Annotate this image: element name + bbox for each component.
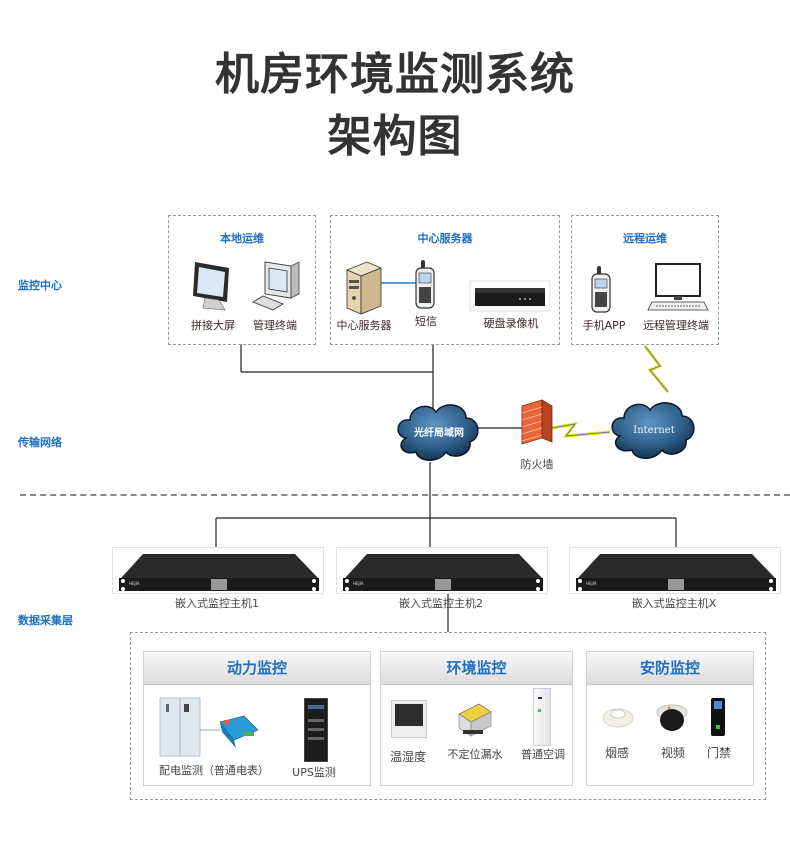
smoke-detector-icon	[602, 708, 634, 728]
environment-monitoring-title: 环境监控	[381, 652, 572, 685]
data-collection-box	[130, 632, 766, 800]
access-control-label: 门禁	[706, 746, 731, 760]
host-2-icon: HEJIA	[343, 554, 543, 591]
internet-cloud-label: Internet	[633, 425, 675, 436]
big-screen-icon	[193, 262, 229, 311]
big-screen-label: 拼接大屏	[191, 319, 235, 332]
water-leak-icon	[458, 703, 492, 737]
sms-phone-icon	[415, 260, 435, 309]
air-conditioner-icon	[533, 688, 551, 746]
mobile-app-icon	[591, 266, 611, 313]
remote-terminal-label: 远程管理终端	[643, 319, 709, 332]
layer-separator	[20, 494, 790, 496]
lan-cloud-icon	[397, 404, 479, 461]
diagram-title-line1: 机房环境监测系统	[215, 49, 575, 100]
host-x-brand: HEJIA	[586, 581, 597, 586]
access-control-icon	[711, 698, 725, 736]
host-2-label: 嵌入式监控主机2	[399, 597, 483, 610]
host-x-label: 嵌入式监控主机X	[631, 597, 717, 610]
layer-label-monitoring-center: 监控中心	[18, 279, 62, 292]
host-1-icon: HEJIA	[119, 554, 319, 591]
diagram-title-line2: 架构图	[327, 111, 463, 162]
video-camera-icon	[656, 704, 688, 731]
local-ops-title: 本地运维	[220, 232, 264, 245]
environment-monitoring-panel: 环境监控 温湿度 不定位漏水 普通空调	[380, 651, 573, 786]
lan-cloud-label: 光纤局域网	[414, 428, 464, 439]
temp-humidity-icon	[391, 700, 427, 738]
power-monitoring-panel: 动力监控 配电监测（普通电表） UPS监测	[143, 651, 371, 786]
layer-label-data-collection: 数据采集层	[18, 614, 73, 627]
firewall-icon	[521, 399, 553, 445]
temp-humidity-label: 温湿度	[389, 750, 426, 764]
dvr-label: 硬盘录像机	[483, 317, 539, 330]
layer-label-transport-network: 传输网络	[18, 436, 62, 449]
power-monitoring-title: 动力监控	[144, 652, 370, 685]
dvr-icon	[469, 280, 551, 312]
power-distribution-label: 配电监测（普通电表）	[159, 764, 269, 777]
water-leak-label: 不定位漏水	[447, 748, 503, 761]
management-terminal-label: 管理终端	[253, 319, 297, 332]
smoke-detector-label: 烟感	[604, 746, 629, 760]
host-x-icon: HEJIA	[576, 554, 776, 591]
video-label: 视频	[660, 746, 685, 760]
security-monitoring-panel: 安防监控 烟感 视频 门禁	[586, 651, 754, 786]
host-x: HEJIA	[569, 547, 781, 594]
security-monitoring-title: 安防监控	[587, 652, 753, 685]
remote-terminal-icon	[647, 263, 709, 311]
management-terminal-icon	[252, 261, 300, 311]
ups-label: UPS监测	[292, 766, 336, 779]
host-1-label: 嵌入式监控主机1	[175, 597, 259, 610]
internet-cloud-icon	[611, 402, 695, 459]
air-conditioner-label: 普通空调	[521, 748, 565, 761]
local-ops-box: 本地运维 拼接大屏 管理终端	[168, 215, 316, 345]
remote-ops-title: 远程运维	[623, 232, 667, 245]
host-2-brand: HEJIA	[353, 581, 364, 586]
power-distribution-icon	[159, 697, 259, 757]
host-2: HEJIA	[336, 547, 548, 594]
remote-ops-box: 远程运维 手机APP 远程管理终端	[571, 215, 719, 345]
sms-label: 短信	[415, 315, 437, 328]
central-server-title: 中心服务器	[417, 232, 473, 245]
host-1: HEJIA	[112, 547, 324, 594]
mobile-app-label: 手机APP	[582, 319, 626, 332]
firewall-label: 防火墙	[520, 458, 554, 471]
host-1-brand: HEJIA	[129, 581, 140, 586]
ups-icon	[304, 698, 328, 762]
central-server-box: 中心服务器 中心服务器 短信 硬盘录像机	[330, 215, 560, 345]
server-icon	[345, 261, 383, 315]
central-server-label: 中心服务器	[336, 319, 392, 332]
